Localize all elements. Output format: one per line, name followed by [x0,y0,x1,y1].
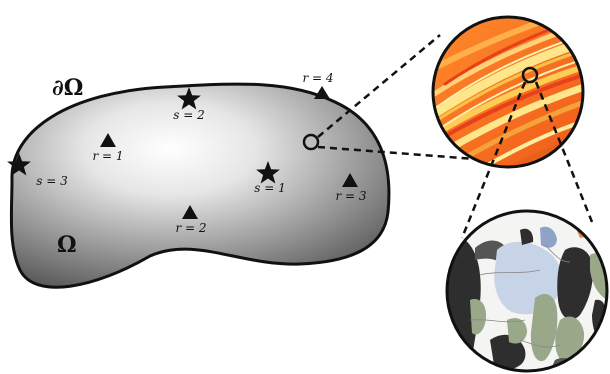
source-label: s = 2 [173,108,204,122]
receiver-label: r = 1 [92,149,123,163]
triangle-icon [314,86,330,99]
boundary-label: ∂Ω [52,75,83,101]
source-label: s = 1 [254,181,285,195]
receiver-label: r = 2 [175,221,206,235]
domain-label: Ω [57,232,77,258]
receiver-label: r = 4 [302,71,333,85]
receiver-label: r = 3 [335,189,366,203]
source-label: s = 3 [36,174,68,188]
